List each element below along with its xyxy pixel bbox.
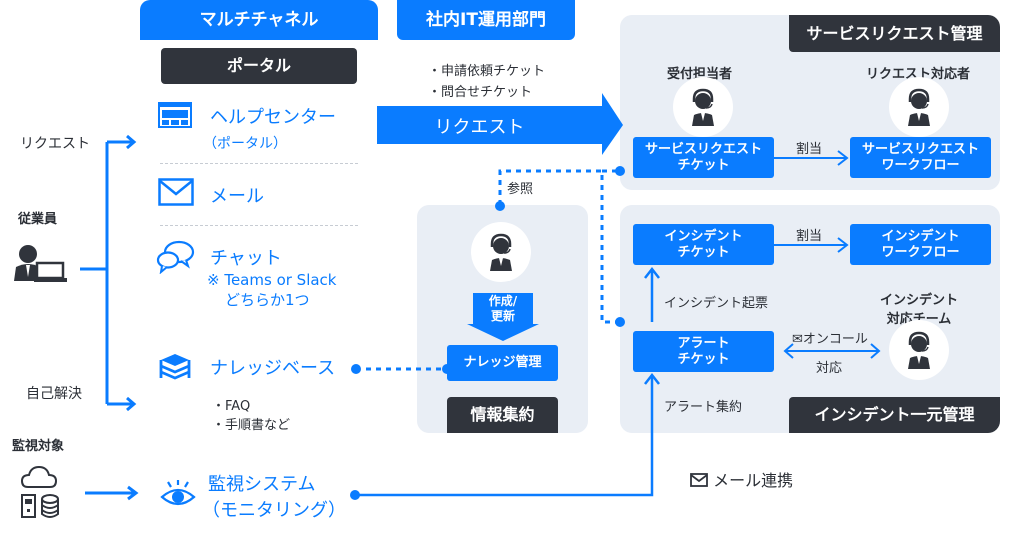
portal-header: ポータル	[161, 48, 357, 84]
incident-assign-label: 割当	[796, 229, 823, 244]
reference-dotted-link	[498, 169, 620, 324]
helpcenter-label[interactable]: ヘルプセンター	[210, 107, 336, 128]
responder-label: リクエスト対応者	[866, 67, 971, 82]
mail-icon	[158, 178, 194, 206]
monitoring-label[interactable]: 監視システム	[208, 474, 316, 495]
knowledge-editor-avatar	[471, 222, 531, 282]
incident-raise-label: インシデント起票	[664, 296, 769, 311]
knowledge-item: ・手順書など	[212, 418, 291, 433]
create-update-line1: 作成/	[488, 294, 518, 308]
ticket-type: ・申請依頼チケット	[428, 64, 546, 79]
self-solve-label: 自己解決	[26, 386, 82, 402]
create-update-label: 作成/ 更新	[467, 294, 539, 324]
respond-label: 対応	[816, 361, 843, 376]
request-label: リクエスト	[20, 136, 90, 152]
headset-person-icon	[490, 233, 512, 271]
connector-dot	[350, 490, 360, 500]
it-dept-header: 社内IT運用部門	[397, 0, 575, 40]
knowledge-mgmt-label: ナレッジ管理	[463, 355, 542, 370]
raise-arrow	[644, 266, 660, 322]
knowledge-base-label[interactable]: ナレッジベース	[210, 358, 336, 379]
multichannel-header: マルチチャネル	[140, 0, 378, 40]
oncall-arrow	[783, 343, 881, 359]
helpcenter-icon	[158, 102, 192, 128]
service-request-workflow-box[interactable]: サービスリクエスト ワークフロー	[850, 137, 991, 178]
incident-assign-arrow	[774, 237, 849, 253]
service-request-title: サービスリクエスト管理	[789, 15, 1000, 52]
monitor-target-label: 監視対象	[12, 439, 65, 454]
connector-dot	[442, 364, 452, 374]
divider	[160, 225, 358, 226]
monitor-arrow	[85, 485, 139, 501]
sr-workflow-line2: ワークフロー	[881, 157, 960, 173]
knowledge-item: ・FAQ	[212, 399, 251, 414]
oncall-label: ✉オンコール	[792, 332, 868, 347]
incident-team-line1: インシデント	[880, 293, 959, 308]
connector-dot	[351, 364, 361, 374]
sr-assign-label: 割当	[796, 142, 823, 157]
headset-person-icon	[908, 331, 930, 369]
incident-workflow-line1: インシデント	[881, 228, 960, 244]
alert-arrow-head	[644, 372, 660, 385]
sr-workflow-line1: サービスリクエスト	[861, 141, 979, 157]
employee-icon	[14, 245, 67, 282]
self-solve-arrow-head	[107, 396, 137, 412]
request-arrow	[377, 93, 623, 155]
knowledge-mgmt-box[interactable]: ナレッジ管理	[447, 345, 558, 381]
mail-integration-label: メール連携	[690, 467, 793, 491]
mail-label[interactable]: メール	[210, 186, 264, 207]
knowledge-base-icon	[159, 354, 191, 380]
ticket-type: ・問合せチケット	[428, 85, 533, 100]
monitoring-link	[355, 377, 654, 497]
headset-person-icon	[908, 88, 930, 126]
receptionist-avatar	[673, 77, 733, 137]
sr-ticket-line1: サービスリクエスト	[644, 141, 762, 157]
chat-label[interactable]: チャット	[210, 248, 282, 269]
request-arrow-label: リクエスト	[434, 117, 525, 138]
incident-ticket-box[interactable]: インシデント チケット	[633, 224, 774, 265]
mail-icon	[690, 473, 708, 487]
incident-team-avatar	[889, 320, 949, 380]
sr-ticket-line2: チケット	[677, 157, 730, 173]
incident-workflow-line2: ワークフロー	[881, 244, 960, 260]
responder-avatar	[889, 77, 949, 137]
incident-workflow-box[interactable]: インシデント ワークフロー	[850, 224, 991, 265]
chat-note-line2: どちらか1つ	[225, 291, 310, 309]
connector-dot	[615, 317, 625, 327]
eye-icon	[160, 480, 196, 506]
incident-ticket-line1: インシデント	[664, 228, 743, 244]
connector-dot	[495, 201, 505, 211]
alert-ticket-line1: アラート	[677, 335, 730, 351]
reference-label: 参照	[507, 182, 534, 197]
request-arrow-head	[107, 134, 137, 150]
mail-integration-text: メール連携	[713, 471, 794, 490]
create-update-line2: 更新	[490, 309, 515, 323]
create-update-arrow	[467, 293, 539, 341]
divider	[160, 163, 358, 164]
incident-ticket-line2: チケット	[677, 244, 730, 260]
helpcenter-sublabel: （ポータル）	[203, 136, 287, 152]
service-request-ticket-box[interactable]: サービスリクエスト チケット	[633, 137, 774, 178]
alert-ticket-box[interactable]: アラート チケット	[633, 331, 774, 372]
monitoring-sublabel: （モニタリング）	[202, 500, 346, 521]
info-aggregation-title: 情報集約	[447, 397, 558, 433]
alert-aggregation-label: アラート集約	[664, 400, 743, 415]
chat-note-line1: ※ Teams or Slack	[207, 271, 337, 289]
receptionist-label: 受付担当者	[667, 67, 733, 82]
headset-person-icon	[692, 88, 714, 126]
connector-dot	[615, 166, 625, 176]
incident-title: インシデント一元管理	[789, 397, 1000, 433]
monitor-target-icon	[20, 465, 59, 518]
alert-ticket-line2: チケット	[677, 351, 730, 367]
employee-label: 従業員	[18, 212, 58, 227]
sr-assign-arrow	[774, 150, 849, 166]
chat-icon	[156, 240, 195, 274]
